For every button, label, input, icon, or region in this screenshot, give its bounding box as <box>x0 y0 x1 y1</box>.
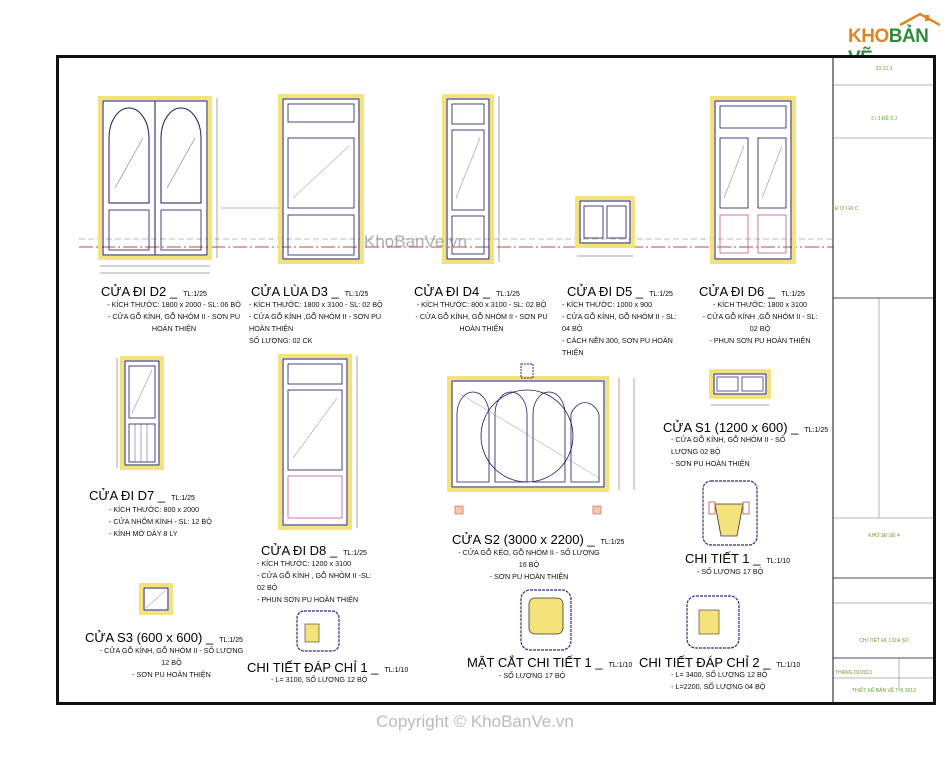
door-d6-title-text: CỬA ĐI D6 _ <box>699 284 776 299</box>
door-d5-title: CỬA ĐI D5 _ TL:1/25 <box>567 284 673 299</box>
window-s3-title-text: CỬA S3 (600 x 600) _ <box>85 630 214 645</box>
title-block-drawing-name: CHI TIẾT ĐI, CỬA SỔ <box>859 638 909 644</box>
door-d8-scale: TL:1/25 <box>343 550 367 557</box>
detail-1-title: CHI TIẾT 1 _ TL:1/10 <box>685 551 790 566</box>
door-d4-notes: - KÍCH THƯỚC: 800 x 3100 - SL: 02 BỘ - C… <box>415 300 548 333</box>
window-s2-drawing <box>447 363 635 515</box>
watermark: KhoBanVe.vn <box>364 232 468 251</box>
door-d4-title: CỬA ĐI D4 _ TL:1/25 <box>414 284 520 299</box>
title-block-date: THÁNG 03/2013 <box>835 670 872 676</box>
detail-dap-chi-2-scale: TL:1/10 <box>776 662 801 669</box>
detail-1-notes: - SỐ LƯỢNG 17 BỘ <box>697 567 764 576</box>
door-d2-title: CỬA ĐI D2 _ TL:1/25 <box>101 284 207 299</box>
door-d2-scale: TL:1/25 <box>183 291 207 298</box>
detail-dap-chi-1-title-text: CHI TIẾT ĐÁP CHỈ 1 _ <box>247 660 379 675</box>
window-s1-drawing <box>709 369 771 406</box>
window-s1-scale: TL:1/25 <box>804 427 829 434</box>
door-d5-drawing <box>575 196 635 257</box>
window-s2-scale: TL:1/25 <box>600 539 625 546</box>
detail-section-1-scale: TL:1/10 <box>608 662 633 669</box>
door-d8-title-text: CỬA ĐI D8 _ <box>261 543 338 558</box>
detail-dap-chi-1-scale: TL:1/10 <box>384 667 409 674</box>
door-d7-notes: - KÍCH THƯỚC: 800 x 2000 - CỬA NHÔM KÍNH… <box>109 505 212 538</box>
title-block-row2: 2 i 3 ĐẾ 3 J <box>871 116 897 122</box>
title-block-row1: 21 21 J <box>875 66 893 72</box>
window-s2-title: CỬA S2 (3000 x 2200) _ TL:1/25 <box>452 532 624 547</box>
window-s3-title: CỬA S3 (600 x 600) _ TL:1/25 <box>85 630 243 645</box>
door-d3-drawing <box>221 94 364 264</box>
title-block-frame <box>832 58 935 704</box>
door-d7-scale: TL:1/25 <box>171 495 195 502</box>
detail-section-1-title: MẶT CẮT CHI TIẾT 1 _ TL:1/10 <box>467 655 632 670</box>
detail-section-1-drawing <box>520 589 572 651</box>
door-d4-drawing <box>442 94 500 264</box>
window-s3-drawing <box>139 583 173 615</box>
door-d8-title: CỬA ĐI D8 _ TL:1/25 <box>261 543 367 558</box>
door-d6-scale: TL:1/25 <box>781 291 805 298</box>
door-d3-title: CỬA LÙA D3 _ TL:1/25 <box>251 284 368 299</box>
window-s1-title: CỬA S1 (1200 x 600) _ TL:1/25 <box>663 420 828 435</box>
door-d5-scale: TL:1/25 <box>649 291 673 298</box>
copyright-notice: Copyright © KhoBanVe.vn <box>376 712 574 731</box>
door-d6-notes: - KÍCH THƯỚC: 1800 x 3100 - CỬA GỖ KÍNH … <box>702 300 818 345</box>
house-roof-icon <box>899 12 941 27</box>
door-d6-drawing <box>710 96 796 264</box>
drawing-sheet: KhoBanVe.vn CỬA ĐI D2 _ TL:1/25 - KÍCH TH… <box>56 55 936 705</box>
window-s1-notes: - CỬA GỖ KÍNH, GỖ NHÓM II - SỐ LƯỢNG 02 … <box>671 435 786 468</box>
door-d7-title-text: CỬA ĐI D7 _ <box>89 488 166 503</box>
detail-1-scale: TL:1/10 <box>766 558 791 565</box>
detail-dap-chi-2-drawing <box>686 595 740 649</box>
door-d2-title-text: CỬA ĐI D2 _ <box>101 284 178 299</box>
window-s3-notes: - CỬA GỖ KÍNH, GỖ NHÓM II - SỐ LƯỢNG 12 … <box>99 646 244 679</box>
window-s3-scale: TL:1/25 <box>219 637 243 644</box>
title-block-row3: Đ Ơ I ĐI C <box>835 206 859 212</box>
door-d6-title: CỬA ĐI D6 _ TL:1/25 <box>699 284 805 299</box>
door-d3-notes: - KÍCH THƯỚC: 1800 x 3100 - SL: 02 BỘ - … <box>249 300 383 345</box>
door-d2-drawing <box>98 96 218 274</box>
detail-dap-chi-1-title: CHI TIẾT ĐÁP CHỈ 1 _ TL:1/10 <box>247 660 408 675</box>
door-d4-scale: TL:1/25 <box>496 291 520 298</box>
title-block-footer: THIẾT KẾ BẢN VẼ THI 3013 <box>851 688 916 694</box>
detail-dap-chi-2-title: CHI TIẾT ĐÁP CHỈ 2 _ TL:1/10 <box>639 655 800 670</box>
window-s2-notes: - CỬA GỖ KÉO, GỖ NHÓM II - SỐ LƯỢNG 16 B… <box>458 548 600 581</box>
detail-dap-chi-2-title-text: CHI TIẾT ĐÁP CHỈ 2 _ <box>639 655 771 670</box>
window-s1-title-text: CỬA S1 (1200 x 600) _ <box>663 420 799 435</box>
detail-dap-chi-1-drawing <box>296 610 340 652</box>
door-d7-title: CỬA ĐI D7 _ TL:1/25 <box>89 488 195 503</box>
door-d5-notes: - KÍCH THƯỚC: 1000 x 900 - CỬA GỖ KÍNH, … <box>562 300 677 357</box>
door-d4-title-text: CỬA ĐI D4 _ <box>414 284 491 299</box>
door-d8-drawing <box>278 354 358 530</box>
door-d3-scale: TL:1/25 <box>344 291 369 298</box>
window-s2-title-text: CỬA S2 (3000 x 2200) _ <box>452 532 595 547</box>
drawing-linework <box>79 58 935 704</box>
detail-section-1-notes: - SỐ LƯỢNG 17 BỘ <box>499 671 566 680</box>
logo-kho: KHO <box>848 26 889 47</box>
detail-section-1-title-text: MẶT CẮT CHI TIẾT 1 _ <box>467 655 603 670</box>
detail-dap-chi-1-notes: - L= 3100, SỐ LƯỢNG 12 BỘ <box>271 675 368 684</box>
title-block-project: KHỞ 3Đ ỤÊ 4 <box>868 533 900 539</box>
detail-1-drawing <box>702 480 758 546</box>
door-d7-drawing <box>116 356 164 470</box>
detail-1-title-text: CHI TIẾT 1 _ <box>685 551 761 566</box>
brand-logo: KHOBẢN VẼ <box>848 12 941 69</box>
door-d5-title-text: CỬA ĐI D5 _ <box>567 284 644 299</box>
door-d2-notes: - KÍCH THƯỚC: 1800 x 2000 - SL: 06 BỘ - … <box>107 300 241 333</box>
door-d3-title-text: CỬA LÙA D3 _ <box>251 284 339 299</box>
detail-dap-chi-2-notes: - L= 3400, SỐ LƯỢNG 12 BỘ - L=2200, SỐ L… <box>671 670 768 691</box>
door-d8-notes: - KÍCH THƯỚC: 1200 x 3100 - CỬA GỖ KÍNH … <box>257 559 372 604</box>
